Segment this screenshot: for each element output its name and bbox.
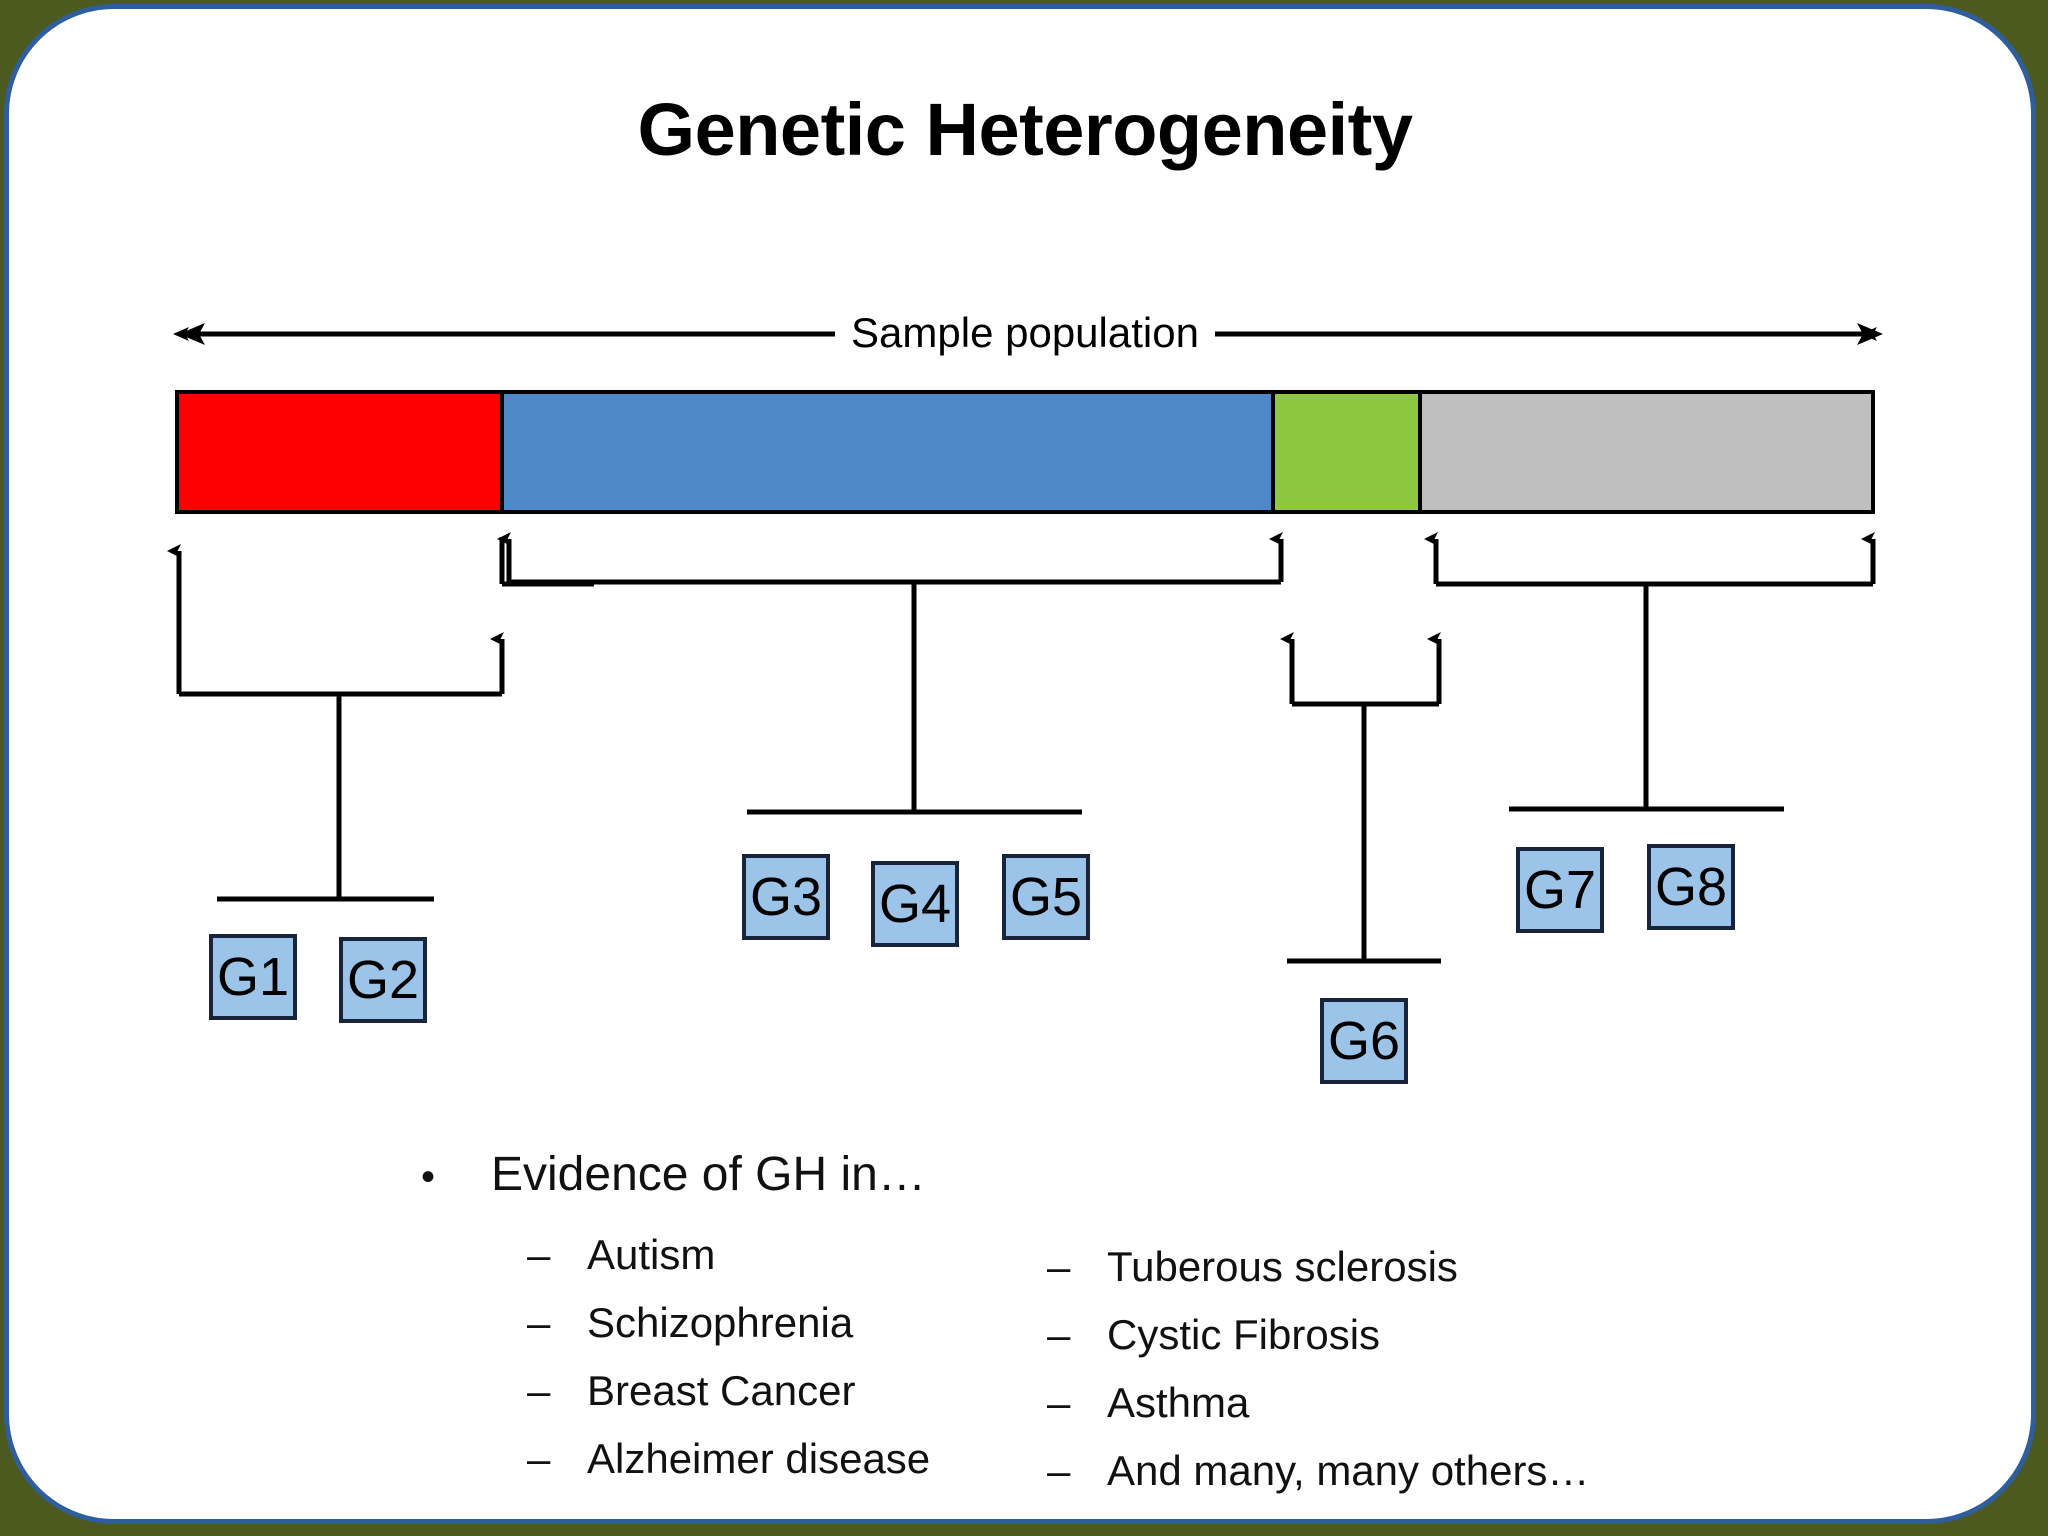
gene-box-G6[interactable]: G6 <box>1320 998 1408 1084</box>
dash-glyph: – <box>527 1231 551 1278</box>
sample-population-label: Sample population <box>9 309 2031 357</box>
gene-box-G7[interactable]: G7 <box>1516 847 1604 933</box>
list-item: –Cystic Fibrosis <box>1047 1301 1589 1369</box>
gene-box-G3[interactable]: G3 <box>742 854 830 940</box>
gene-box-G4[interactable]: G4 <box>871 861 959 947</box>
gene-box-G1[interactable]: G1 <box>209 934 297 1020</box>
dash-glyph: – <box>1047 1447 1071 1494</box>
list-item-label: Breast Cancer <box>587 1367 856 1414</box>
list-item-label: Schizophrenia <box>587 1299 854 1346</box>
bullet-left-column: –Autism –Schizophrenia –Breast Cancer –A… <box>527 1221 930 1493</box>
connector-blue-group <box>497 532 1284 815</box>
connector-red-right-riser <box>499 537 594 587</box>
list-item-label: Autism <box>587 1231 716 1278</box>
dash-glyph: – <box>1047 1379 1071 1426</box>
gene-box-G8[interactable]: G8 <box>1647 844 1735 930</box>
list-item: –Alzheimer disease <box>527 1425 930 1493</box>
list-item-label: Cystic Fibrosis <box>1107 1311 1381 1358</box>
diagram-vector-layer <box>167 323 1883 964</box>
dash-glyph: – <box>527 1367 551 1414</box>
dash-glyph: – <box>527 1435 551 1482</box>
list-item: –Schizophrenia <box>527 1289 930 1357</box>
page-title: Genetic Heterogeneity <box>637 88 1413 171</box>
list-item: –Breast Cancer <box>527 1357 930 1425</box>
list-item: –Asthma <box>1047 1369 1589 1437</box>
list-item-label: Alzheimer disease <box>587 1435 931 1482</box>
bullet-heading-label: Evidence of GH in… <box>491 1148 926 1201</box>
bullet-right-column: –Tuberous sclerosis –Cystic Fibrosis –As… <box>1047 1233 1589 1505</box>
list-item: –And many, many others… <box>1047 1437 1589 1505</box>
slide-card: Genetic Heterogeneity <box>4 4 2036 1524</box>
bullet-glyph: • <box>421 1155 436 1199</box>
connector-red-group <box>167 544 505 902</box>
gene-box-G5[interactable]: G5 <box>1002 854 1090 940</box>
list-item: –Tuberous sclerosis <box>1047 1233 1589 1301</box>
population-bar <box>175 390 1875 514</box>
list-item-label: And many, many others… <box>1107 1447 1590 1494</box>
gene-box-G2[interactable]: G2 <box>339 937 427 1023</box>
dash-glyph: – <box>527 1299 551 1346</box>
dash-glyph: – <box>1047 1243 1071 1290</box>
dash-glyph: – <box>1047 1311 1071 1358</box>
list-item: –Autism <box>527 1221 930 1289</box>
connector-green-group <box>1280 632 1442 964</box>
list-item-label: Asthma <box>1107 1379 1250 1426</box>
list-item-label: Tuberous sclerosis <box>1107 1243 1458 1290</box>
connector-gray-group <box>1424 532 1876 812</box>
bullet-heading: • Evidence of GH in… <box>421 1147 926 1202</box>
